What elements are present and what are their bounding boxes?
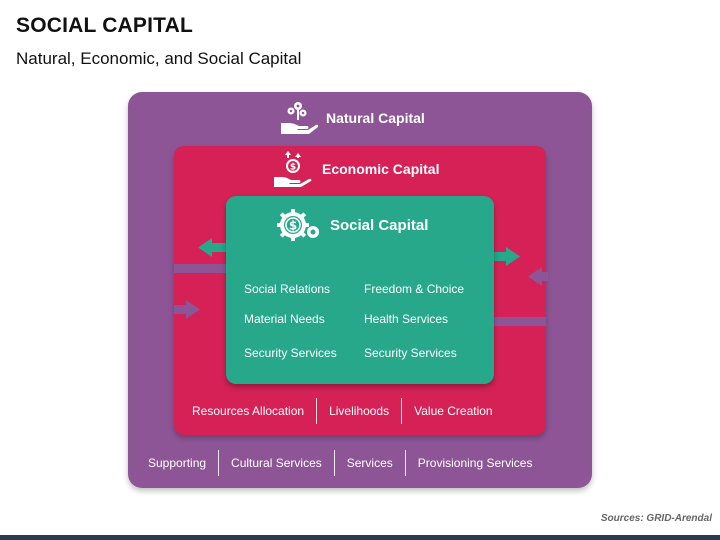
social-item: Security Services — [364, 346, 457, 360]
social-item: Social Relations — [244, 282, 331, 296]
page-subtitle: Natural, Economic, and Social Capital — [16, 49, 302, 68]
divider — [333, 450, 335, 476]
economic-item: Value Creation — [414, 404, 493, 418]
social-item: Health Services — [364, 312, 449, 326]
economic-items-bar: Resources Allocation Livelihoods Value C… — [180, 397, 505, 425]
divider — [401, 398, 403, 424]
natural-capital-header: Natural Capital — [278, 101, 425, 135]
social-item: Material Needs — [244, 312, 325, 326]
economic-capital-title: Economic Capital — [322, 161, 440, 177]
hand-plant-coins-icon — [281, 102, 318, 134]
source-note: Sources: GRID-Arendal — [600, 513, 712, 524]
natural-item: Services — [346, 456, 393, 470]
social-capital-box — [226, 196, 494, 384]
divider — [404, 450, 406, 476]
economic-capital-header: $ Economic Capital — [272, 151, 439, 187]
natural-item: Supporting — [148, 456, 207, 470]
natural-item: Provisioning Services — [417, 456, 533, 470]
social-capital-header: $ Social Capital — [276, 208, 428, 242]
economic-item: Resources Allocation — [192, 404, 305, 418]
hand-dollar-growth-icon: $ — [274, 151, 312, 187]
footer-bar — [0, 535, 720, 540]
divider — [218, 450, 220, 476]
natural-items-bar: Supporting Cultural Services Services Pr… — [136, 449, 544, 477]
social-item: Security Services — [244, 346, 337, 360]
divider — [316, 398, 318, 424]
social-capital-title: Social Capital — [330, 216, 429, 234]
social-item: Freedom & Choice — [364, 282, 465, 296]
economic-item: Livelihoods — [329, 404, 390, 418]
svg-text:$: $ — [290, 163, 296, 173]
natural-capital-title: Natural Capital — [326, 110, 425, 126]
page-title: SOCIAL CAPITAL — [16, 14, 194, 37]
natural-item: Cultural Services — [231, 456, 322, 470]
dollar-gear-icon: $ — [277, 209, 319, 241]
svg-text:$: $ — [289, 219, 297, 233]
